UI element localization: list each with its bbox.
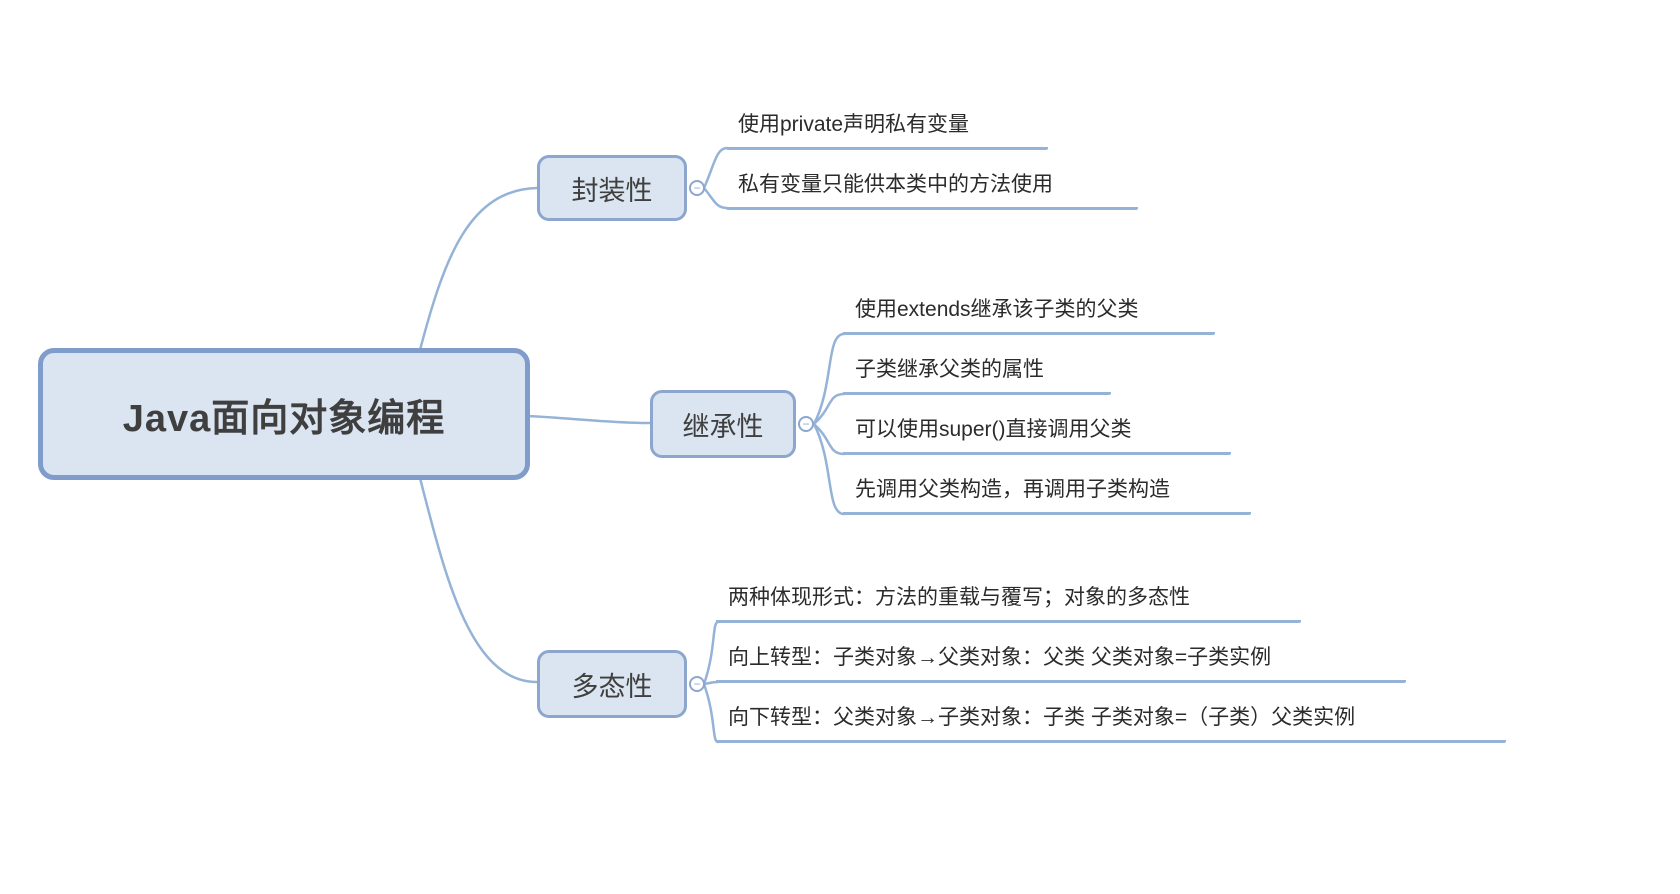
connector-b2-l3 (812, 422, 846, 456)
branch-node-encapsulation[interactable]: 封装性 (537, 155, 687, 221)
leaf-node[interactable]: 使用extends继承该子类的父类 (843, 297, 1215, 335)
leaf-node[interactable]: 子类继承父类的属性 (843, 357, 1111, 395)
connector-b2-l4 (812, 422, 846, 516)
connector-b2-l2 (812, 392, 846, 426)
leaf-node[interactable]: 向上转型：子类对象→父类对象：父类 父类对象=子类实例 (716, 645, 1406, 683)
branch-node-polymorphism[interactable]: 多态性 (537, 650, 687, 718)
leaf-node[interactable]: 两种体现形式：方法的重载与覆写；对象的多态性 (716, 585, 1301, 623)
leaf-node[interactable]: 可以使用super()直接调用父类 (843, 417, 1231, 455)
leaf-node[interactable]: 向下转型：父类对象→子类对象：子类 子类对象=（子类）父类实例 (716, 705, 1506, 743)
branch-node-label: 继承性 (682, 411, 764, 442)
connector-b2-l1 (812, 332, 846, 426)
connector-root-encapsulation (418, 186, 539, 352)
connector-root-polymorphism (418, 476, 539, 684)
leaf-node[interactable]: 私有变量只能供本类中的方法使用 (726, 172, 1138, 210)
collapse-toggle-polymorphism[interactable]: − (689, 676, 705, 692)
minus-icon: − (693, 180, 701, 195)
connector-b1-l2 (702, 186, 729, 210)
branch-node-inheritance[interactable]: 继承性 (650, 390, 796, 458)
minus-icon: − (802, 416, 810, 431)
minus-icon: − (693, 676, 701, 691)
connector-b1-l1 (702, 146, 729, 190)
collapse-toggle-inheritance[interactable]: − (798, 416, 814, 432)
collapse-toggle-encapsulation[interactable]: − (689, 180, 705, 196)
leaf-node[interactable]: 使用private声明私有变量 (726, 112, 1048, 150)
branch-node-label: 多态性 (571, 671, 653, 702)
leaf-node[interactable]: 先调用父类构造，再调用子类构造 (843, 477, 1251, 515)
branch-node-label: 封装性 (571, 175, 653, 206)
root-node[interactable]: Java面向对象编程 (38, 348, 530, 480)
root-node-label: Java面向对象编程 (122, 397, 446, 440)
connector-root-inheritance (526, 414, 652, 425)
